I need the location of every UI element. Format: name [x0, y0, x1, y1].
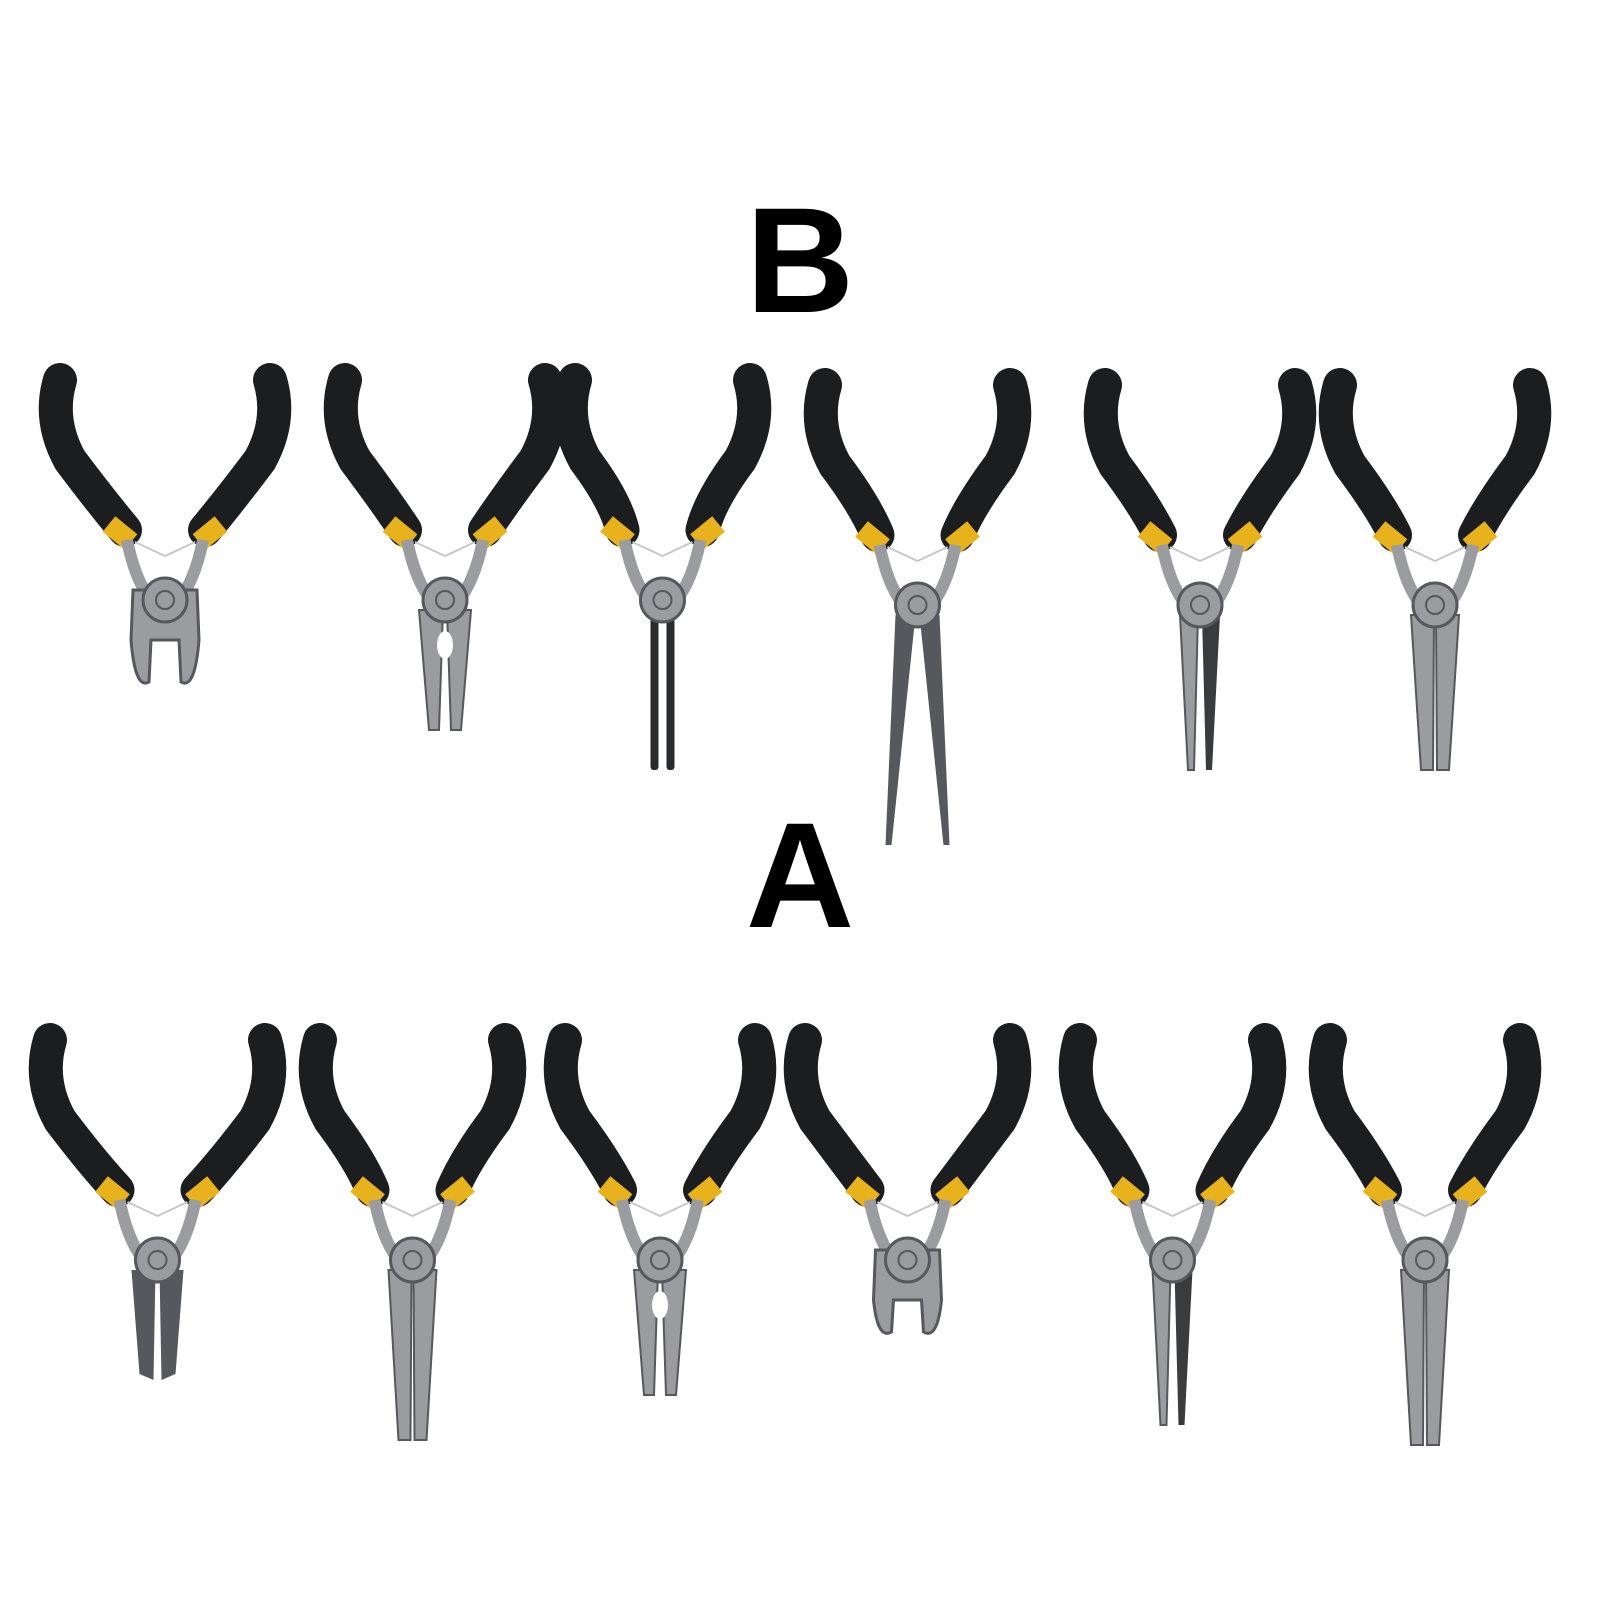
- end-cutting-pliers-image: [783, 1020, 1032, 1350]
- round-nose-pliers-image: [553, 360, 772, 770]
- set-b-label: B: [745, 176, 855, 344]
- combination-pliers-image: [543, 1020, 777, 1405]
- end-cutting-pliers-image: [38, 360, 292, 700]
- chain-nose-pliers-image: [1058, 1020, 1287, 1435]
- set-a-label: A: [745, 791, 855, 959]
- diagonal-cutting-pliers-image: [28, 1020, 287, 1390]
- needle-nose-pliers-image: [1308, 1020, 1542, 1455]
- flat-nose-pliers-image: [323, 360, 567, 740]
- chain-nose-pliers-image: [1083, 365, 1317, 780]
- bent-nose-pliers-image: [1318, 365, 1552, 780]
- flat-nose-pliers-image: [298, 1020, 527, 1450]
- long-needle-nose-pliers-image: [803, 365, 1032, 855]
